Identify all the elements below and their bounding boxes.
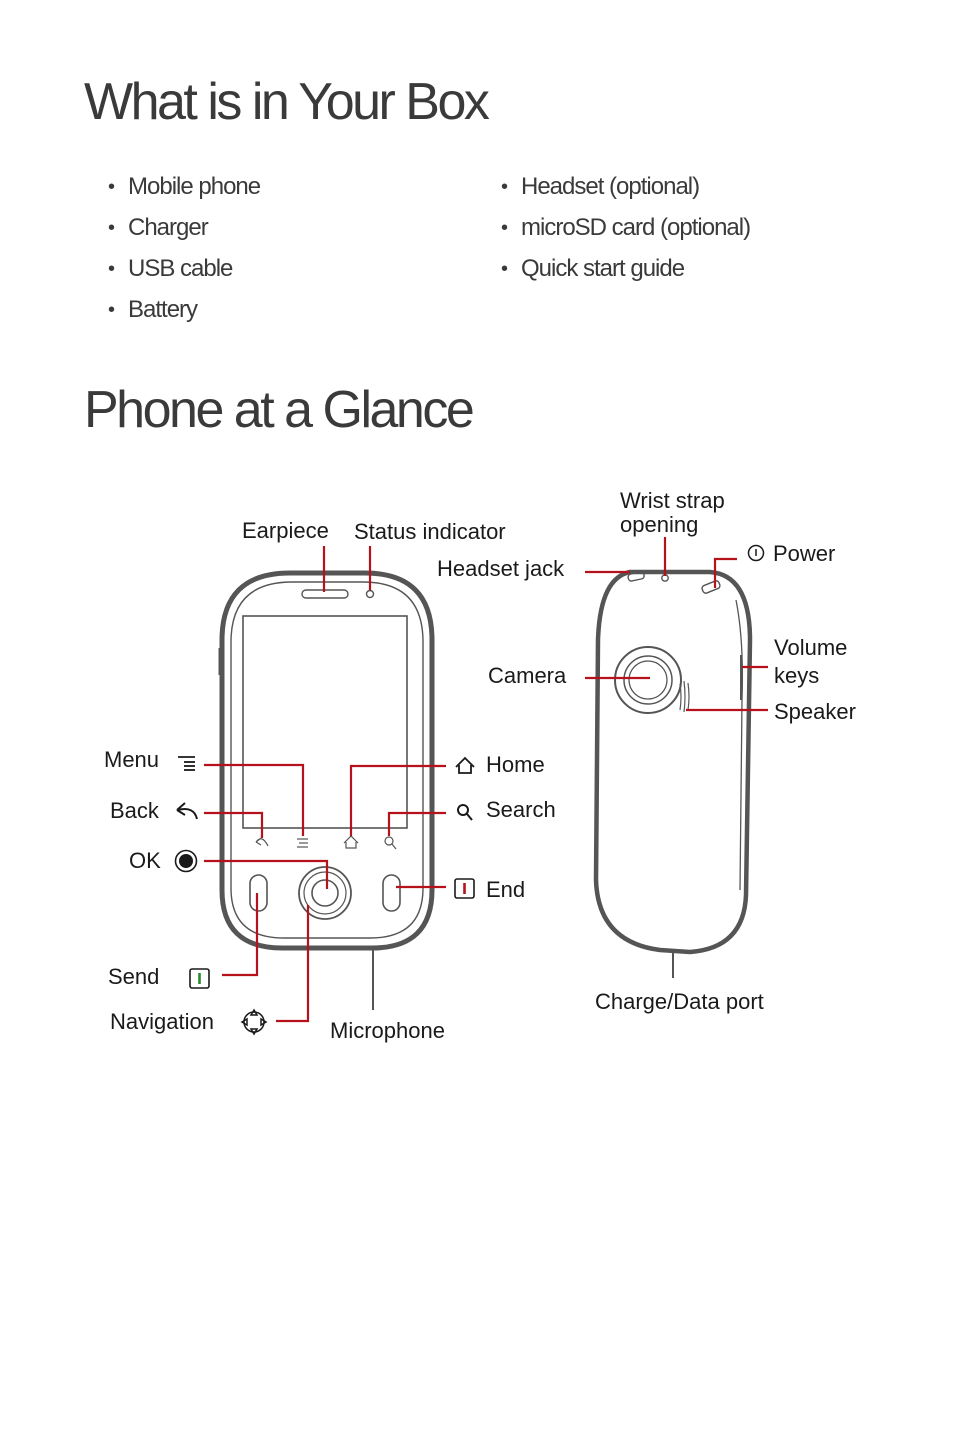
ok-icon — [174, 849, 198, 873]
label-headset-jack: Headset jack — [437, 556, 565, 581]
camera-mid — [623, 655, 673, 705]
label-camera: Camera — [488, 663, 567, 688]
list-item: Headset (optional) — [501, 172, 750, 213]
send-icon — [189, 968, 210, 989]
front-phone — [218, 570, 435, 951]
glance-title: Phone at a Glance — [84, 381, 475, 439]
navigation-ring-inner — [303, 871, 347, 915]
headset-jack-port — [627, 571, 645, 582]
callout-lines — [204, 537, 768, 1023]
label-home: Home — [486, 752, 545, 777]
label-volume-2: keys — [774, 663, 819, 688]
box-title: What is in Your Box — [84, 73, 490, 131]
power-icon — [747, 544, 765, 562]
soft-back-icon — [255, 837, 269, 847]
label-earpiece: Earpiece — [242, 518, 329, 543]
soft-menu-icon — [297, 838, 308, 848]
box-list-left: Mobile phone Charger USB cable Battery — [108, 172, 261, 336]
diagram-labels: Earpiece Status indicator Wrist strap op… — [104, 488, 856, 1043]
label-charge-port: Charge/Data port — [595, 989, 764, 1014]
camera-lens — [628, 660, 668, 700]
label-power: Power — [773, 541, 835, 566]
label-back: Back — [110, 798, 160, 823]
list-item: Battery — [108, 295, 260, 336]
back-phone — [593, 569, 753, 955]
label-search: Search — [486, 797, 556, 822]
label-microphone: Microphone — [330, 1018, 445, 1043]
end-icon — [454, 878, 475, 899]
box-list-right: Headset (optional) microSD card (optiona… — [501, 172, 751, 295]
label-wrist-strap-2: opening — [620, 512, 698, 537]
end-key — [382, 874, 401, 912]
list-item: USB cable — [108, 254, 260, 295]
status-led — [365, 589, 375, 599]
label-end: End — [486, 877, 525, 902]
send-key — [249, 874, 268, 912]
list-item: microSD card (optional) — [501, 213, 751, 254]
back-phone-body — [593, 569, 753, 955]
navigation-icon — [240, 1008, 268, 1036]
soft-search-icon — [384, 836, 397, 850]
front-phone-inner — [230, 581, 424, 939]
front-phone-body — [219, 570, 435, 951]
menu-icon — [178, 756, 195, 771]
label-status-indicator: Status indicator — [354, 519, 506, 544]
list-item: Charger — [108, 213, 260, 254]
ok-key — [311, 879, 339, 907]
speaker-grille — [679, 680, 690, 713]
label-volume-1: Volume — [774, 635, 847, 660]
label-speaker: Speaker — [774, 699, 856, 724]
label-menu: Menu — [104, 747, 159, 772]
label-send: Send — [108, 964, 159, 989]
power-key — [701, 580, 721, 594]
list-item: Quick start guide — [501, 254, 750, 295]
label-ok: OK — [129, 848, 161, 873]
list-item: Mobile phone — [108, 172, 261, 213]
label-navigation: Navigation — [110, 1009, 214, 1034]
search-icon — [457, 804, 473, 821]
back-phone-edge — [735, 599, 744, 891]
soft-home-icon — [343, 835, 359, 849]
camera-outer — [614, 646, 682, 714]
label-wrist-strap-1: Wrist strap — [620, 488, 725, 513]
home-icon — [455, 756, 475, 774]
front-screen — [242, 615, 408, 829]
navigation-ring — [298, 866, 352, 920]
back-icon — [176, 802, 198, 820]
